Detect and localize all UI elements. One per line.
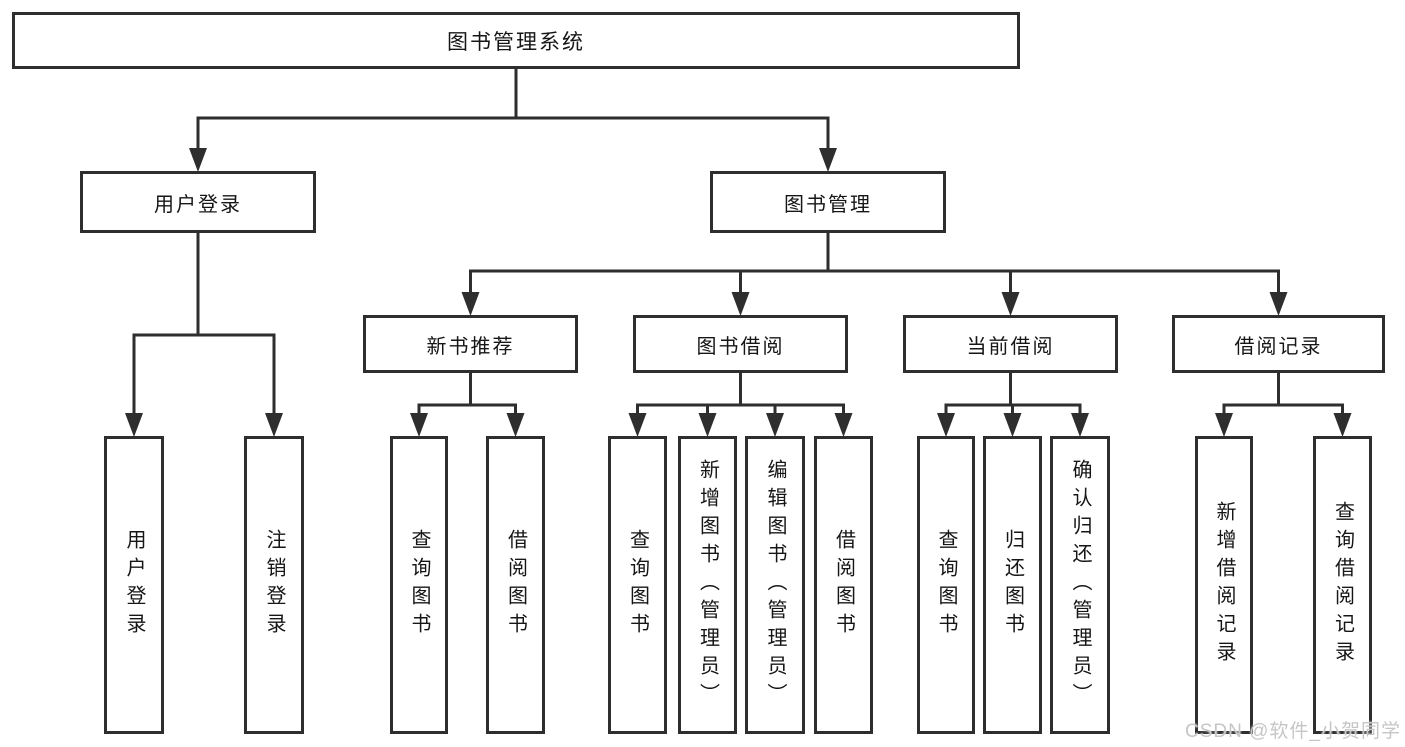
node-label: 用户登录	[154, 193, 242, 216]
node-leaf-add-books-admin: 新增图书（管理员）	[678, 436, 737, 734]
node-label: 查询图书	[935, 529, 957, 641]
node-leaf-add-borrow-record: 新增借阅记录	[1195, 436, 1253, 734]
node-book-management-group: 图书管理	[710, 171, 946, 233]
node-label: 查询借阅记录	[1331, 501, 1354, 669]
node-label: 新书推荐	[426, 335, 515, 358]
node-label: 查询图书	[626, 529, 649, 641]
node-label: 借阅图书	[832, 529, 855, 641]
node-label: 图书管理系统	[447, 30, 585, 54]
node-leaf-query-books: 查询图书	[390, 436, 448, 734]
node-leaf-borrow-books: 借阅图书	[486, 436, 545, 734]
node-leaf-confirm-return-admin: 确认归还（管理员）	[1050, 436, 1110, 734]
node-user-login-group: 用户登录	[80, 171, 316, 233]
node-leaf-edit-books-admin: 编辑图书（管理员）	[745, 436, 805, 734]
node-label: 用户登录	[123, 529, 145, 641]
node-label: 图书借阅	[696, 335, 785, 358]
node-leaf-query-books: 查询图书	[608, 436, 667, 734]
node-leaf-user-login: 用户登录	[104, 436, 164, 734]
node-label: 新增图书（管理员）	[696, 459, 719, 711]
node-label: 新增借阅记录	[1213, 501, 1235, 669]
node-library-management-system: 图书管理系统	[12, 12, 1020, 69]
node-label: 确认归还（管理员）	[1069, 459, 1091, 711]
node-leaf-return-books: 归还图书	[983, 436, 1042, 734]
node-current-borrowing: 当前借阅	[903, 315, 1118, 373]
node-label: 归还图书	[1001, 529, 1024, 641]
node-leaf-query-books: 查询图书	[917, 436, 975, 734]
node-label: 借阅记录	[1234, 335, 1323, 358]
node-leaf-logout: 注销登录	[244, 436, 304, 734]
node-label: 编辑图书（管理员）	[764, 459, 786, 711]
node-leaf-query-borrow-record: 查询借阅记录	[1313, 436, 1372, 734]
node-label: 查询图书	[408, 529, 430, 641]
node-label: 当前借阅	[966, 335, 1055, 358]
node-label: 注销登录	[263, 529, 285, 641]
node-book-borrowing: 图书借阅	[633, 315, 848, 373]
csdn-watermark: CSDN @软件_小贺同学	[1185, 721, 1401, 742]
node-new-book-recommendation: 新书推荐	[363, 315, 578, 373]
node-borrowing-records: 借阅记录	[1172, 315, 1385, 373]
node-label: 图书管理	[784, 193, 872, 216]
node-leaf-borrow-books: 借阅图书	[814, 436, 873, 734]
node-label: 借阅图书	[504, 529, 527, 641]
